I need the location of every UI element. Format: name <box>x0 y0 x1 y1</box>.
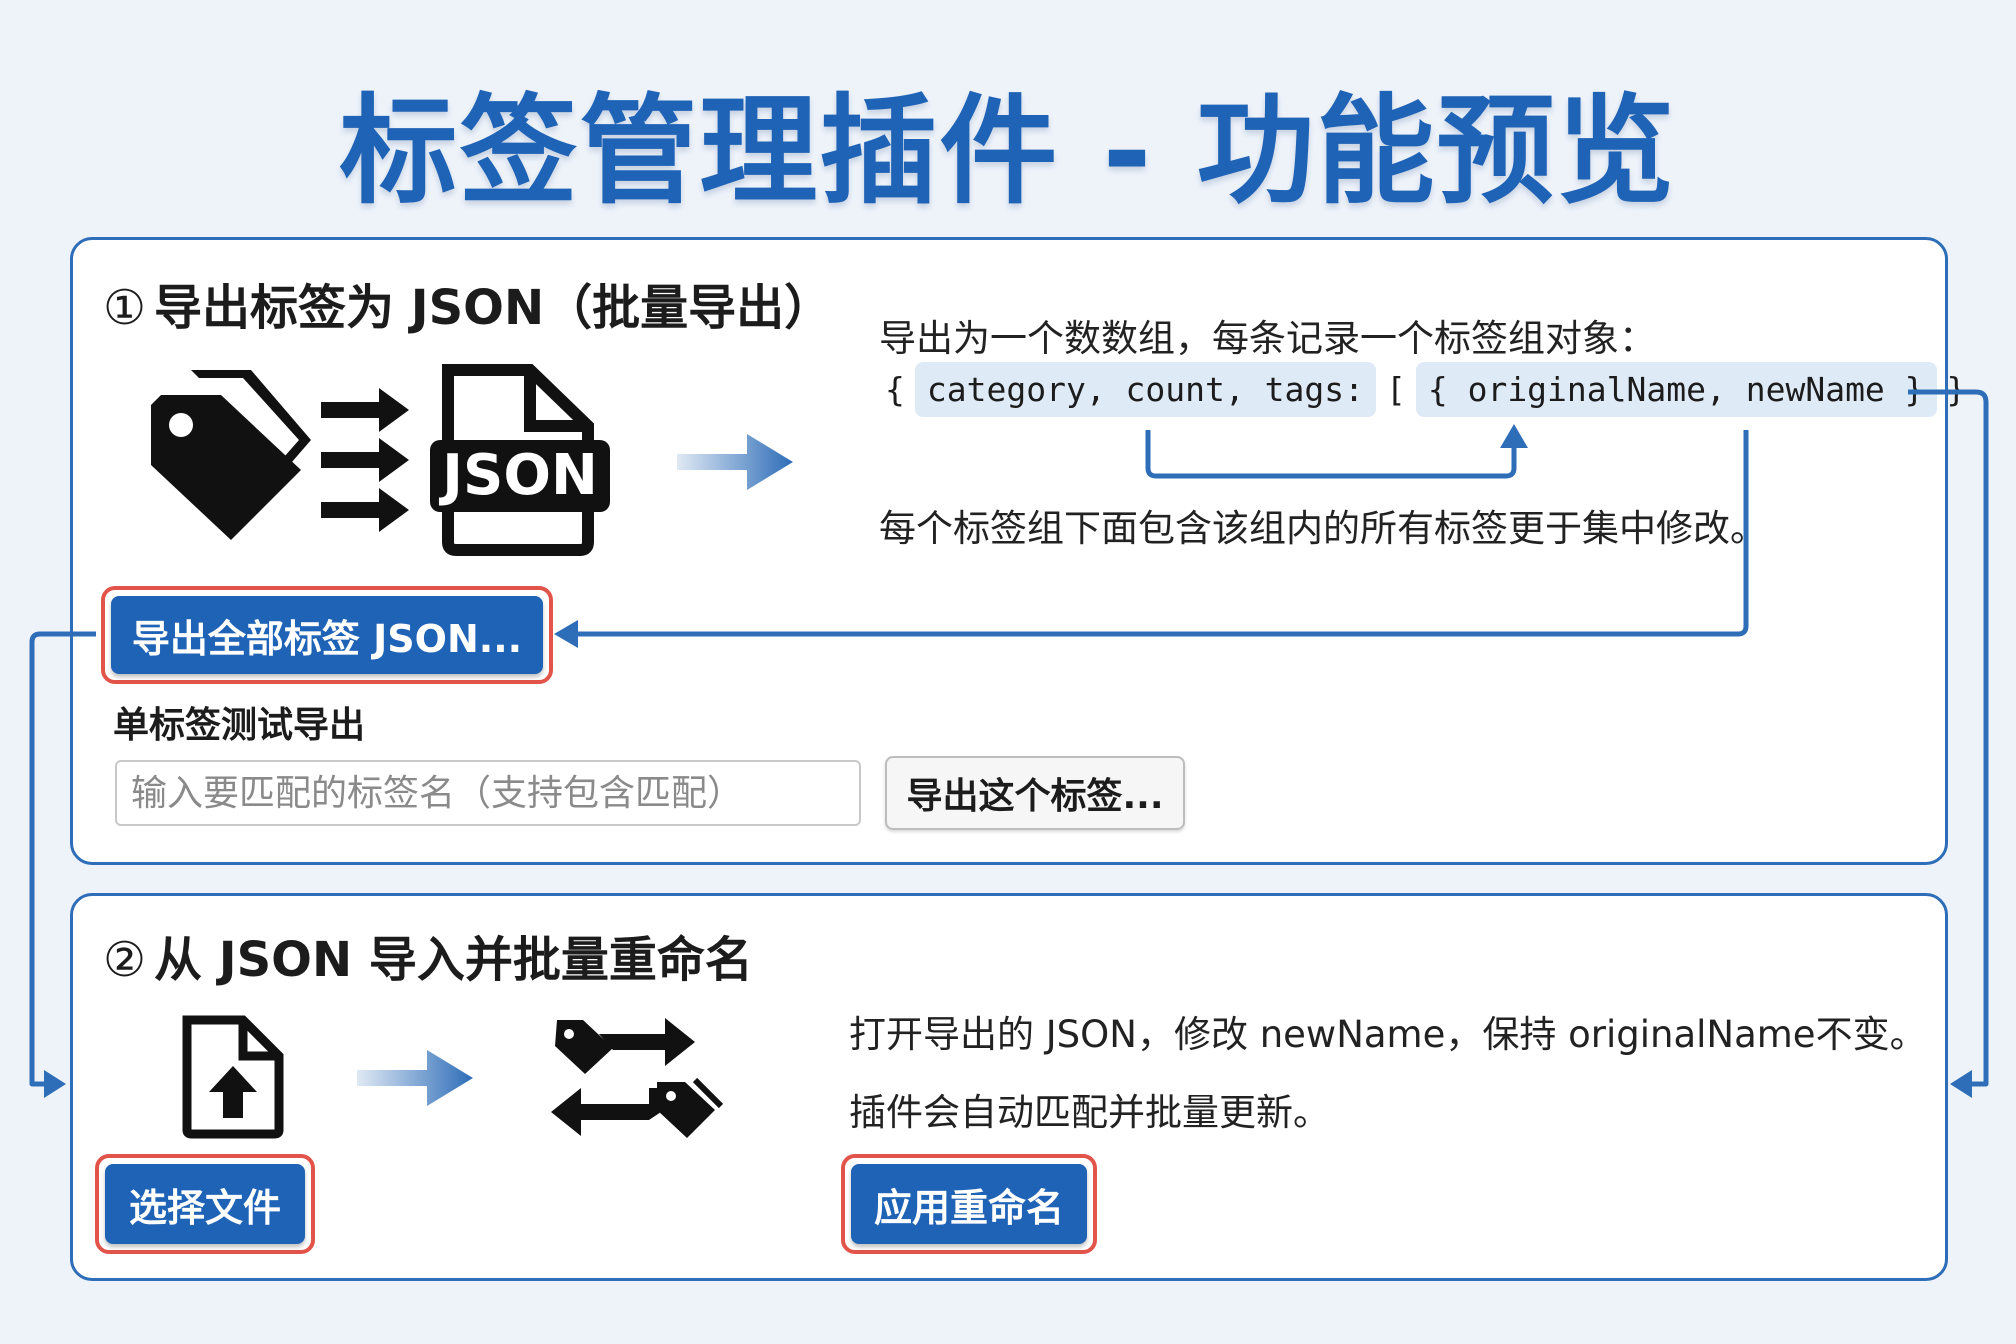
import-description-2: 插件会自动匹配并批量更新。 <box>849 1091 1330 1134</box>
code-close-brace: } <box>1946 369 1967 409</box>
export-all-highlight: 导出全部标签 JSON... <box>101 586 553 684</box>
export-description-2: 每个标签组下面包含该组内的所有标签更于集中修改。 <box>879 507 1767 550</box>
json-icon-label: JSON <box>442 443 598 508</box>
section-number: ② <box>103 932 147 988</box>
export-this-tag-button[interactable]: 导出这个标签... <box>885 756 1185 830</box>
section-number: ① <box>103 280 147 336</box>
import-description-1: 打开导出的 JSON，修改 newName，保持 originalName不变。 <box>849 1013 1927 1056</box>
choose-file-button[interactable]: 选择文件 <box>105 1164 305 1244</box>
json-structure-line: { category, count, tags: [ { originalNam… <box>879 359 1972 419</box>
triple-arrow-icon <box>321 388 409 532</box>
swap-tags-icon <box>551 1018 724 1138</box>
right-arrow-head-left <box>44 1070 66 1098</box>
choose-file-highlight: 选择文件 <box>95 1154 315 1254</box>
code-open-brace: { <box>885 369 905 409</box>
import-heading-text: 从 JSON 导入并批量重命名 <box>154 932 753 988</box>
single-tag-test-label: 单标签测试导出 <box>113 705 366 746</box>
export-description-1: 导出为一个数数组，每条记录一个标签组对象： <box>879 317 1656 360</box>
code-tag-fields: { originalName, newName } <box>1415 361 1937 417</box>
apply-rename-highlight: 应用重命名 <box>841 1154 1097 1254</box>
page-title: 标签管理插件 - 功能预览 <box>339 82 1677 220</box>
file-upload-icon <box>182 1015 284 1139</box>
apply-rename-button[interactable]: 应用重命名 <box>851 1164 1087 1244</box>
right-arrow-icon <box>677 434 793 490</box>
right-arrow-icon <box>357 1050 473 1106</box>
tags-icon <box>151 370 311 540</box>
code-open-bracket: [ <box>1385 369 1406 409</box>
export-heading-text: 导出标签为 JSON（批量导出） <box>154 280 833 336</box>
left-arrow-head-right <box>1950 1070 1972 1098</box>
export-all-json-button[interactable]: 导出全部标签 JSON... <box>111 596 543 674</box>
code-group-fields: category, count, tags: <box>914 361 1376 417</box>
tag-name-input[interactable] <box>115 760 861 826</box>
